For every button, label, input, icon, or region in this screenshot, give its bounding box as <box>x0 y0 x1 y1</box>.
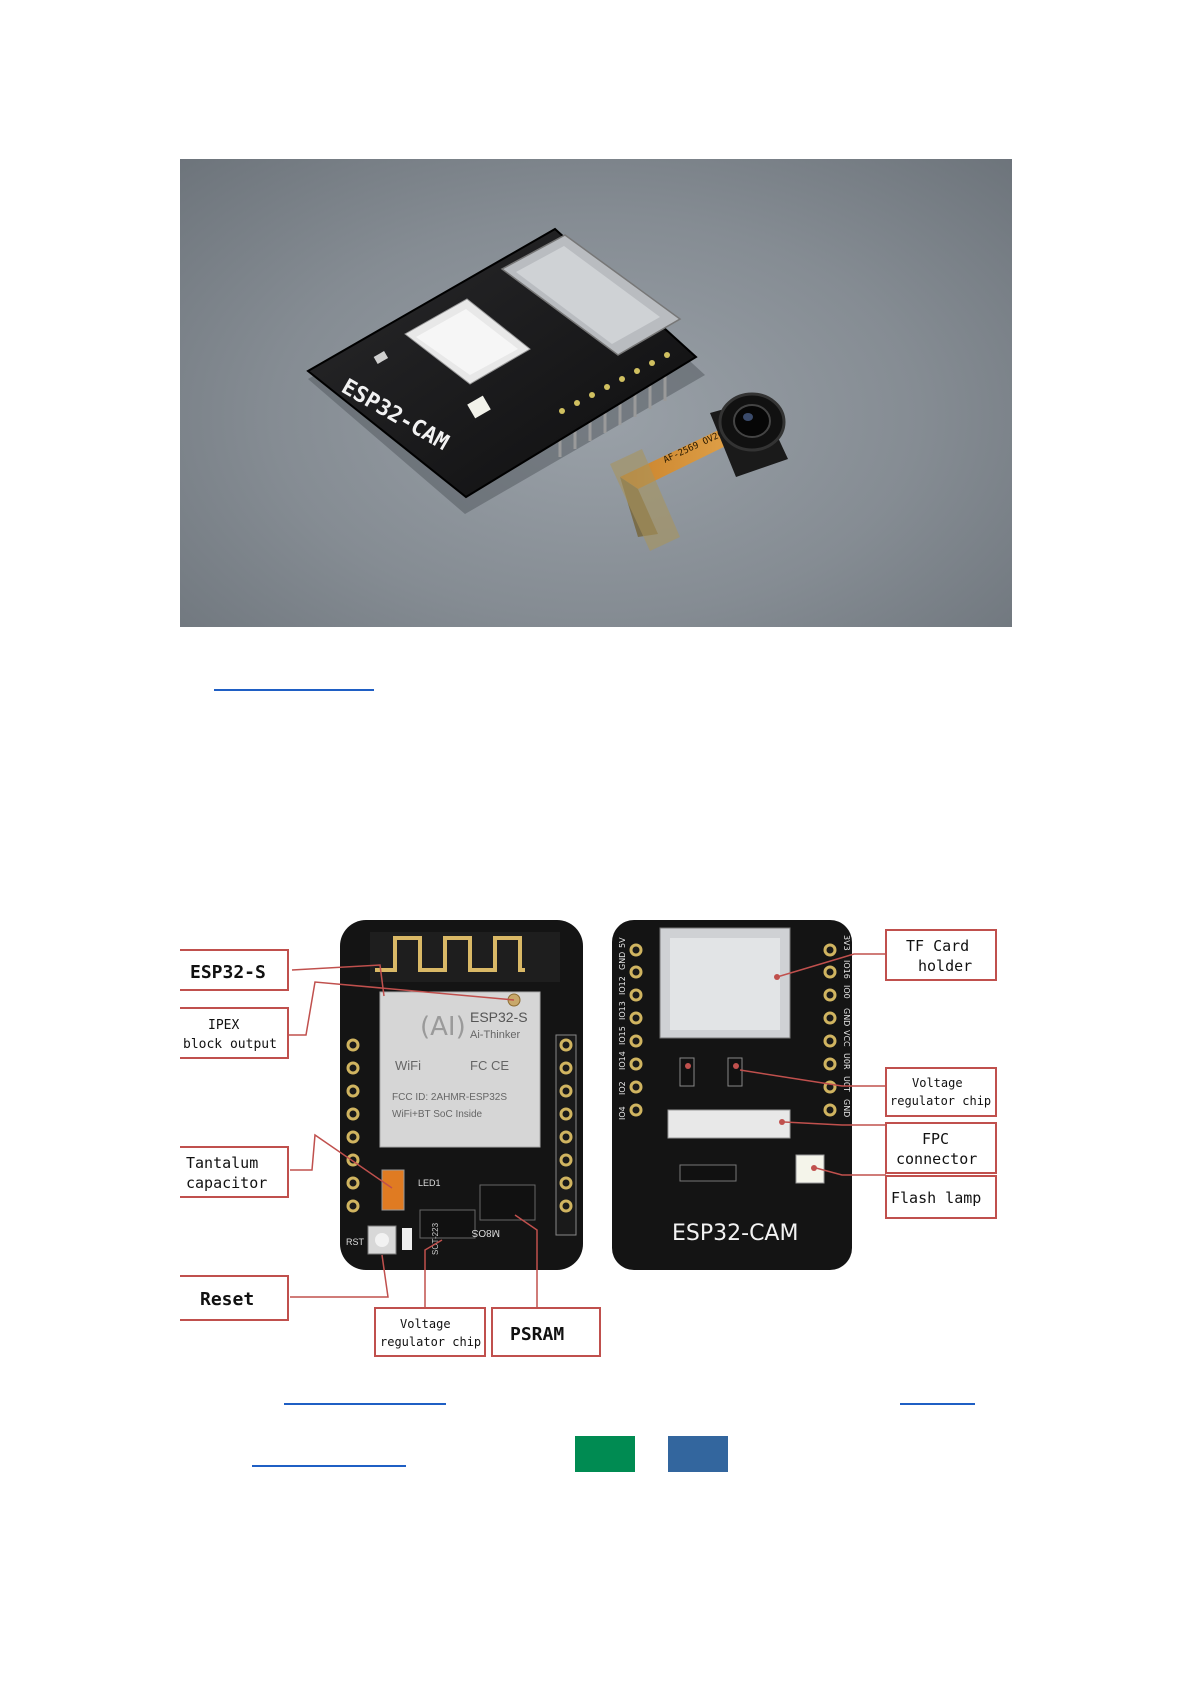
pin-label-io15: IO15 <box>618 1026 627 1045</box>
esp32-cam-pinout-diagram: (AI) ESP32-S Ai-Thinker WiFi FC CE FCC I… <box>180 910 1015 1360</box>
pin-label-io12: IO12 <box>618 976 627 995</box>
blue-color-block <box>668 1436 728 1472</box>
callout-psram: PSRAM <box>491 1307 601 1357</box>
svg-text:IPEX: IPEX <box>208 1018 239 1033</box>
esp32-cam-photo-drawing: ESP32-CAM AF-2569 OV2640 <box>306 227 788 551</box>
svg-text:block output: block output <box>183 1037 277 1052</box>
back-right-pin-labels: 3V3 IO16 IO0 GND VCC U0R U0T GND <box>842 935 851 1117</box>
link-underline[interactable] <box>214 689 374 691</box>
pin-label-io2: IO2 <box>618 1081 627 1095</box>
shield-title: ESP32-S <box>470 1009 528 1025</box>
shield-brand: Ai-Thinker <box>470 1029 520 1041</box>
callout-flash: Flash lamp <box>885 1175 997 1219</box>
callout-tantalum: Tantalum capacitor <box>180 1146 289 1198</box>
link-underline[interactable] <box>284 1403 446 1405</box>
svg-text:capacitor: capacitor <box>186 1174 267 1192</box>
callout-vreg-front: Voltage regulator chip <box>374 1307 486 1357</box>
svg-text:Voltage: Voltage <box>912 1076 963 1090</box>
pin-label-io16: IO16 <box>842 960 851 979</box>
svg-text:Tantalum: Tantalum <box>186 1154 258 1172</box>
pin-label-3v3: 3V3 <box>842 935 851 951</box>
back-board: IO4 IO2 IO14 IO15 IO13 IO12 GND 5V 3V3 I… <box>612 920 852 1270</box>
svg-text:regulator chip: regulator chip <box>890 1094 991 1108</box>
svg-text:Voltage: Voltage <box>400 1317 451 1331</box>
green-color-block <box>575 1436 635 1472</box>
fcc-id: FCC ID: 2AHMR-ESP32S <box>392 1092 507 1103</box>
pin-label-u0r: U0R <box>842 1053 851 1070</box>
callout-esp32s: ESP32-S <box>180 949 289 991</box>
callout-vreg-back: Voltage regulator chip <box>885 1067 997 1117</box>
svg-text:ESP32-S: ESP32-S <box>190 962 266 983</box>
esp32-cam-photo: ESP32-CAM AF-2569 OV2640 <box>180 159 1012 627</box>
diagram-drawing: (AI) ESP32-S Ai-Thinker WiFi FC CE FCC I… <box>180 920 997 1357</box>
svg-text:FPC: FPC <box>922 1130 949 1148</box>
callout-tf-card: TF Card holder <box>885 929 997 981</box>
front-board: (AI) ESP32-S Ai-Thinker WiFi FC CE FCC I… <box>340 920 583 1270</box>
svg-text:TF Card: TF Card <box>906 937 969 955</box>
svg-text:Flash lamp: Flash lamp <box>891 1189 981 1207</box>
fcc-mark: FC CE <box>470 1058 509 1073</box>
pin-label-u0t: U0T <box>842 1076 851 1092</box>
svg-text:connector: connector <box>896 1150 977 1168</box>
svg-text:(AI): (AI) <box>420 1012 466 1042</box>
sot-label: SOT-223 <box>431 1222 440 1255</box>
pin-label-io0: IO0 <box>842 985 851 999</box>
svg-text:PSRAM: PSRAM <box>510 1324 564 1345</box>
pin-label-gnd-right-1: GND <box>842 1008 851 1026</box>
callout-reset: Reset <box>180 1275 289 1321</box>
link-underline[interactable] <box>900 1403 975 1405</box>
back-left-pin-labels: IO4 IO2 IO14 IO15 IO13 IO12 GND 5V <box>618 937 627 1120</box>
pin-label-gnd-right-2: GND <box>842 1099 851 1117</box>
link-underline[interactable] <box>252 1465 406 1467</box>
pin-label-5v: 5V <box>618 937 627 948</box>
wifi-mark: WiFi <box>395 1058 421 1073</box>
pin-label-io14: IO14 <box>618 1051 627 1070</box>
pin-label-io13: IO13 <box>618 1001 627 1020</box>
led-label: LED1 <box>418 1178 441 1188</box>
callout-ipex: IPEX block output <box>180 1007 289 1059</box>
svg-text:holder: holder <box>918 957 972 975</box>
pin-label-vcc: VCC <box>842 1030 851 1047</box>
soc-text: WiFi+BT SoC Inside <box>392 1109 483 1120</box>
pin-label-gnd-left: GND <box>618 952 627 970</box>
pin-label-io4: IO4 <box>618 1106 627 1120</box>
rst-label: RST <box>346 1237 365 1247</box>
callout-fpc: FPC connector <box>885 1122 997 1174</box>
svg-text:Reset: Reset <box>200 1289 254 1310</box>
m8os-label: M8OS <box>471 1227 500 1238</box>
callout-leaders <box>280 953 886 1335</box>
svg-text:regulator chip: regulator chip <box>380 1335 481 1349</box>
back-silk: ESP32-CAM <box>672 1221 798 1246</box>
